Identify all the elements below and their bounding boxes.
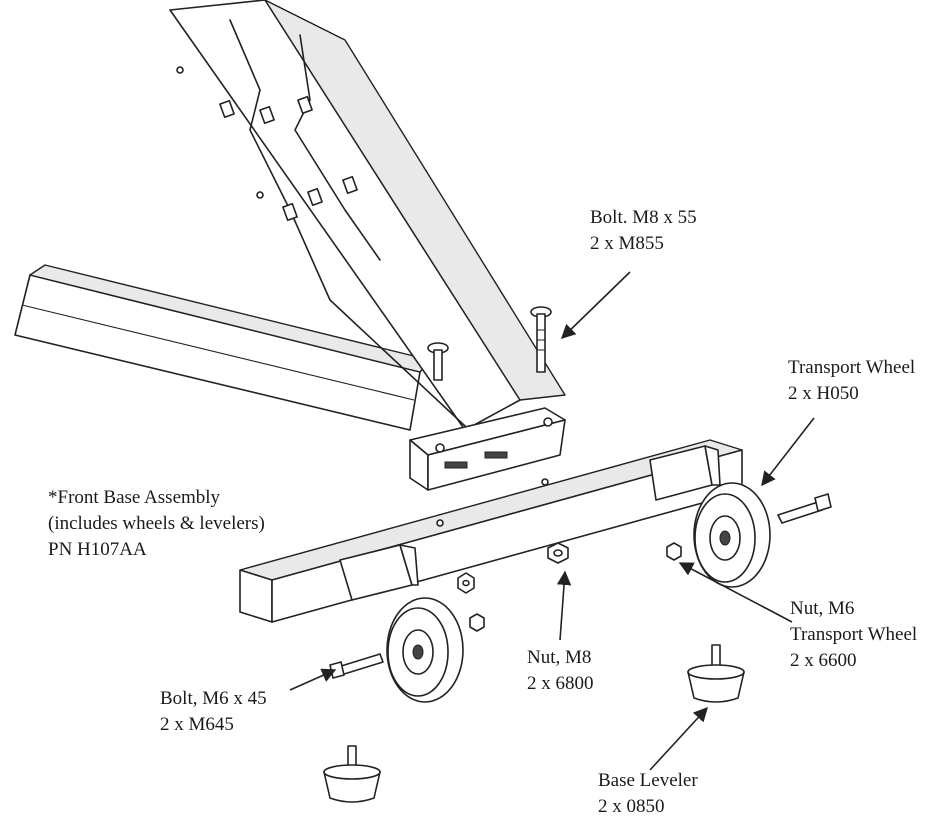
arrow-base-leveler — [649, 706, 708, 771]
base-leveler-name: Base Leveler — [598, 770, 698, 791]
bolt-m8-qty: 2 x M855 — [590, 233, 664, 254]
bolt-m6-qty: 2 x M645 — [160, 714, 234, 735]
bolt-m8-left — [427, 342, 449, 381]
transport-wheel-qty: 2 x H050 — [788, 383, 859, 404]
bolt-m8-right — [530, 306, 552, 373]
bolt-m6-name: Bolt, M6 x 45 — [160, 688, 267, 709]
nut-m6-right — [666, 542, 682, 561]
arrow-transport-wheel — [761, 417, 815, 487]
arrow-bolt-m6 — [289, 668, 337, 691]
nut-m8-qty: 2 x 6800 — [527, 673, 594, 694]
nut-m6-name: Nut, M6 — [790, 598, 855, 619]
transport-wheel-right — [693, 482, 771, 588]
front-base-line1: *Front Base Assembly — [48, 487, 221, 508]
transport-wheel-name: Transport Wheel — [788, 357, 916, 378]
arrow-bolt-m8 — [560, 271, 631, 340]
bolt-m6-right — [777, 493, 832, 524]
front-base-line2: (includes wheels & levelers) — [48, 513, 265, 534]
upright-frame — [169, 0, 566, 441]
base-leveler-qty: 2 x 0850 — [598, 796, 665, 817]
label-nut-m8: Nut, M8 2 x 6800 — [527, 645, 594, 697]
front-base-line3: PN H107AA — [48, 539, 147, 560]
label-transport-wheel: Transport Wheel 2 x H050 — [788, 355, 915, 407]
nut-m6-left — [469, 613, 485, 632]
nut-m8-center — [547, 542, 569, 564]
arrow-nut-m8 — [556, 570, 572, 641]
arrow-nut-m6 — [678, 562, 793, 623]
bolt-m6-left — [329, 653, 384, 679]
label-bolt-m8: Bolt. M8 x 55 2 x M855 — [590, 205, 697, 257]
base-leveler-left — [323, 745, 381, 803]
nut-m6-qty: 2 x 6600 — [790, 650, 857, 671]
bolt-m8-name: Bolt. M8 x 55 — [590, 207, 697, 228]
nut-m8-name: Nut, M8 — [527, 647, 592, 668]
nut-m6-sub: Transport Wheel — [790, 624, 918, 645]
base-leveler-right — [687, 644, 745, 703]
nut-m8-left — [457, 572, 475, 594]
transport-wheel-left — [386, 597, 464, 703]
mounting-bracket — [409, 407, 566, 491]
label-bolt-m6: Bolt, M6 x 45 2 x M645 — [160, 686, 267, 738]
rear-tube — [14, 264, 431, 431]
label-base-leveler: Base Leveler 2 x 0850 — [598, 768, 698, 820]
label-nut-m6: Nut, M6 Transport Wheel 2 x 6600 — [790, 596, 917, 674]
label-front-base-assembly: *Front Base Assembly (includes wheels & … — [48, 485, 265, 563]
